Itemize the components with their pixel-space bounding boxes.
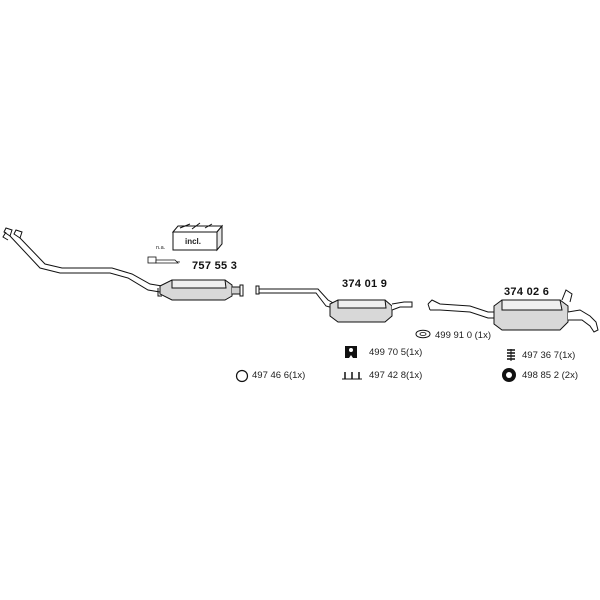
rubber-hanger-icon[interactable]	[343, 344, 359, 360]
front-silencer-number[interactable]: 374 01 9	[342, 278, 388, 290]
accessory-label[interactable]: 497 46 6(1x)	[252, 370, 306, 381]
spring-mount-icon[interactable]	[505, 348, 517, 362]
accessory-label[interactable]: 498 85 2 (2x)	[522, 370, 578, 381]
kit-box-label: incl.	[185, 237, 202, 246]
accessory-label[interactable]: 497 42 8(1x)	[369, 370, 423, 381]
sensor-label: n.a.	[156, 245, 166, 251]
front-silencer[interactable]	[255, 285, 413, 323]
catalytic-converter[interactable]	[157, 279, 244, 301]
front-pipe[interactable]	[2, 227, 163, 293]
rubber-ring-icon[interactable]	[500, 366, 518, 384]
kit-box-icon[interactable]	[171, 222, 224, 252]
lambda-sensor[interactable]	[147, 256, 181, 264]
rear-silencer[interactable]	[427, 289, 599, 333]
accessory-label[interactable]: 499 91 0 (1x)	[435, 330, 491, 341]
ring-clamp-icon[interactable]	[235, 369, 249, 383]
gasket-ring-icon[interactable]	[414, 327, 432, 341]
accessory-label[interactable]: 497 36 7(1x)	[522, 350, 576, 361]
bracket-icon[interactable]	[341, 369, 363, 381]
catalytic-converter-number[interactable]: 757 55 3	[192, 260, 238, 272]
rear-silencer-number[interactable]: 374 02 6	[504, 286, 550, 298]
accessory-label[interactable]: 499 70 5(1x)	[369, 347, 423, 358]
